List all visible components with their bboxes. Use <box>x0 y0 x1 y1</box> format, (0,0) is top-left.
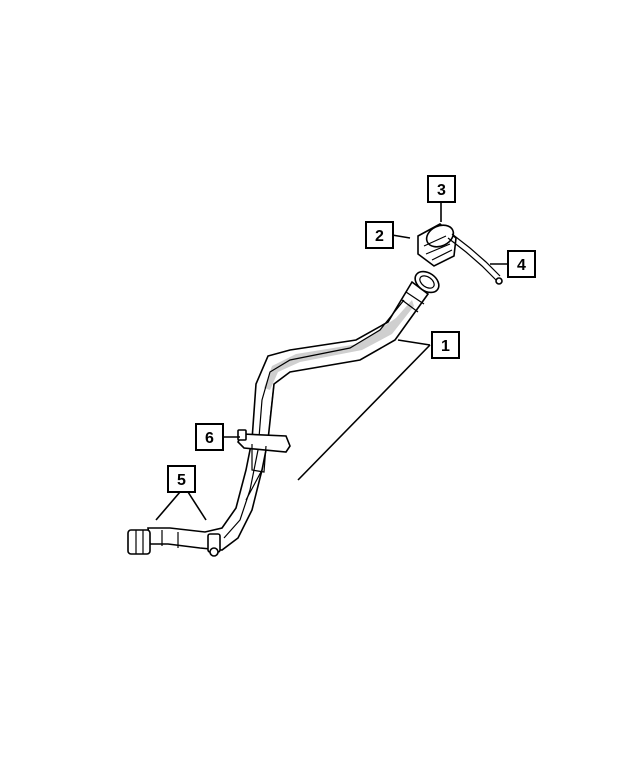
callout-1[interactable]: 1 <box>431 331 460 359</box>
callout-6[interactable]: 6 <box>195 423 224 451</box>
callout-1-label: 1 <box>441 338 450 355</box>
bracket-bolt <box>237 429 247 441</box>
callout-3[interactable]: 3 <box>427 175 456 203</box>
callout-3-label: 3 <box>437 182 446 199</box>
filler-tube-seam-2 <box>245 383 275 501</box>
cap-tether[interactable] <box>447 233 503 285</box>
tether-line-2 <box>447 237 497 281</box>
filler-neck-inner <box>419 275 435 289</box>
tether-line <box>451 233 501 277</box>
leader-1b <box>397 339 431 346</box>
callout-2-label: 2 <box>375 228 384 245</box>
filler-neck-ring <box>401 291 425 313</box>
callout-2[interactable]: 2 <box>365 221 394 249</box>
leader-2 <box>391 234 411 239</box>
leader-5a <box>155 491 181 521</box>
hose-clamp-screw <box>209 547 219 557</box>
filler-tube[interactable] <box>127 267 443 557</box>
lower-hose-rib <box>135 530 179 554</box>
tether-end <box>495 277 503 285</box>
fuel-cap[interactable] <box>417 221 457 267</box>
callout-4[interactable]: 4 <box>507 250 536 278</box>
lower-hose-end <box>127 529 151 555</box>
leader-5b <box>187 491 207 521</box>
callout-5-label: 5 <box>177 472 186 489</box>
leader-1 <box>297 344 431 481</box>
callout-5[interactable]: 5 <box>167 465 196 493</box>
bracket-strap <box>251 444 267 473</box>
fuel-cap-grip <box>423 235 453 261</box>
callout-6-label: 6 <box>205 430 214 447</box>
filler-tube-seam <box>223 299 405 539</box>
callout-4-label: 4 <box>517 257 526 274</box>
mounting-bracket <box>237 433 291 453</box>
